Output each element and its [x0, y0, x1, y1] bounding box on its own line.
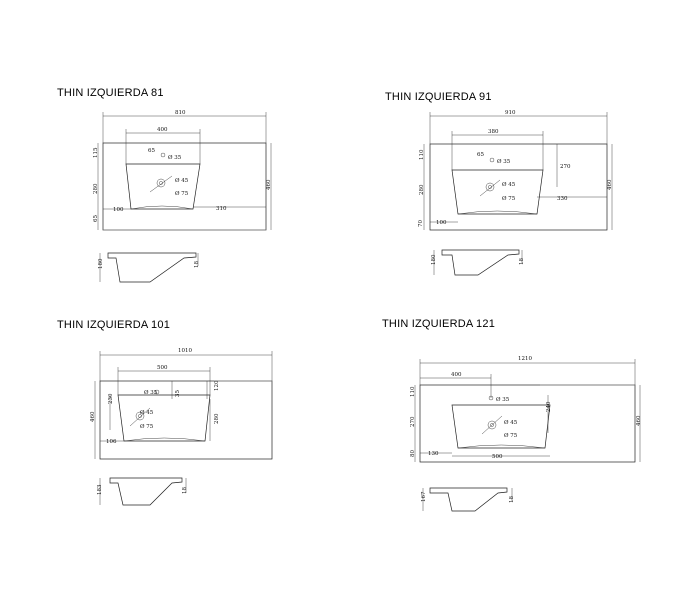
drawing-81-profile: 180 18	[98, 252, 200, 283]
d81-overall-width: 810	[175, 110, 186, 116]
d91-basin-width: 380	[488, 129, 499, 135]
d101-right-depth: 280	[214, 413, 220, 424]
d121-right-depth: 240	[546, 401, 552, 412]
d81-bottom-margin: 65	[93, 215, 99, 222]
d121-basin-width: 500	[492, 454, 503, 460]
d121-top-margin: 110	[410, 386, 416, 397]
d91-overall-width: 910	[505, 110, 516, 116]
d81-top-margin: 115	[93, 147, 99, 158]
drawing-101-profile: 183 18	[97, 477, 188, 506]
d91-bottom-margin: 70	[418, 220, 424, 227]
d81-drain-75: Ø 75	[175, 190, 189, 197]
d121-profile-height: 167	[421, 491, 427, 502]
d91-drain-45: Ø 45	[502, 181, 516, 188]
d101-rim-thickness: 18	[182, 487, 188, 494]
d101-basin-depth: 230	[108, 393, 114, 404]
d121-left-width: 400	[451, 372, 462, 378]
d81-rim-thickness: 18	[194, 261, 200, 268]
d91-rim-thickness: 18	[519, 258, 525, 265]
d81-drain-65: 65	[148, 148, 155, 154]
d91-right-offset: 330	[557, 196, 568, 202]
d101-basin-width: 500	[157, 365, 168, 371]
d101-depth: 460	[90, 411, 96, 422]
drawing-121-plan: 1210 400 110 270 80 240 460 130 500 Ø 35…	[410, 356, 642, 463]
title-thin-izquierda-81: THIN IZQUIERDA 81	[57, 87, 164, 99]
d121-left-offset: 130	[428, 451, 439, 457]
d91-top-margin: 110	[419, 149, 425, 160]
d91-tap-hole: Ø 35	[497, 158, 511, 165]
d121-basin-depth: 270	[410, 416, 416, 427]
drawing-81-plan: 810 400 115 280 65 100 310 460 Ø 35 Ø 45…	[93, 110, 272, 231]
d81-tap-hole: Ø 35	[168, 154, 182, 161]
d121-bottom-margin: 80	[410, 450, 416, 457]
drawing-121-profile: 167 18	[421, 487, 515, 512]
d91-basin-depth: 280	[419, 184, 425, 195]
d81-depth: 460	[266, 179, 272, 190]
title-thin-izquierda-121: THIN IZQUIERDA 121	[382, 318, 496, 330]
d101-profile-height: 183	[97, 484, 103, 495]
d101-tap-hole: Ø 35	[144, 389, 158, 396]
d101-drain-45: Ø 45	[140, 409, 154, 416]
d81-basin-width: 400	[157, 127, 168, 133]
d101-top-margin: 35	[175, 390, 181, 397]
drawing-91-plan: 910 380 110 280 70 270 100 330 460 Ø 35 …	[418, 110, 613, 231]
d91-profile-height: 180	[431, 254, 437, 265]
d121-drain-75: Ø 75	[504, 432, 518, 439]
d81-basin-depth: 280	[93, 183, 99, 194]
d81-profile-height: 180	[98, 258, 104, 269]
title-thin-izquierda-91: THIN IZQUIERDA 91	[385, 91, 492, 103]
d121-depth: 460	[636, 415, 642, 426]
d91-inner-depth: 270	[560, 164, 571, 170]
drawing-91-profile: 180 18	[431, 249, 525, 276]
d101-drain-75: Ø 75	[140, 423, 154, 430]
d81-left-offset: 100	[113, 207, 124, 213]
d101-overall-width: 1010	[178, 348, 192, 354]
d121-overall-width: 1210	[518, 356, 532, 362]
d101-right-top: 120	[214, 380, 220, 391]
d101-left-offset: 106	[106, 439, 117, 445]
d91-drain-65: 65	[477, 152, 484, 158]
d91-left-offset: 100	[436, 220, 447, 226]
d121-rim-thickness: 18	[509, 496, 515, 503]
drawing-101-plan: 1010 500 460 230 106 120 280 35 Ø 35 Ø 4…	[90, 348, 273, 460]
d91-drain-75: Ø 75	[502, 195, 516, 202]
d91-depth: 460	[607, 179, 613, 190]
d81-drain-45: Ø 45	[175, 177, 189, 184]
d81-right-offset: 310	[216, 206, 227, 212]
d121-tap-hole: Ø 35	[496, 396, 510, 403]
title-thin-izquierda-101: THIN IZQUIERDA 101	[57, 319, 171, 331]
d121-drain-45: Ø 45	[504, 419, 518, 426]
